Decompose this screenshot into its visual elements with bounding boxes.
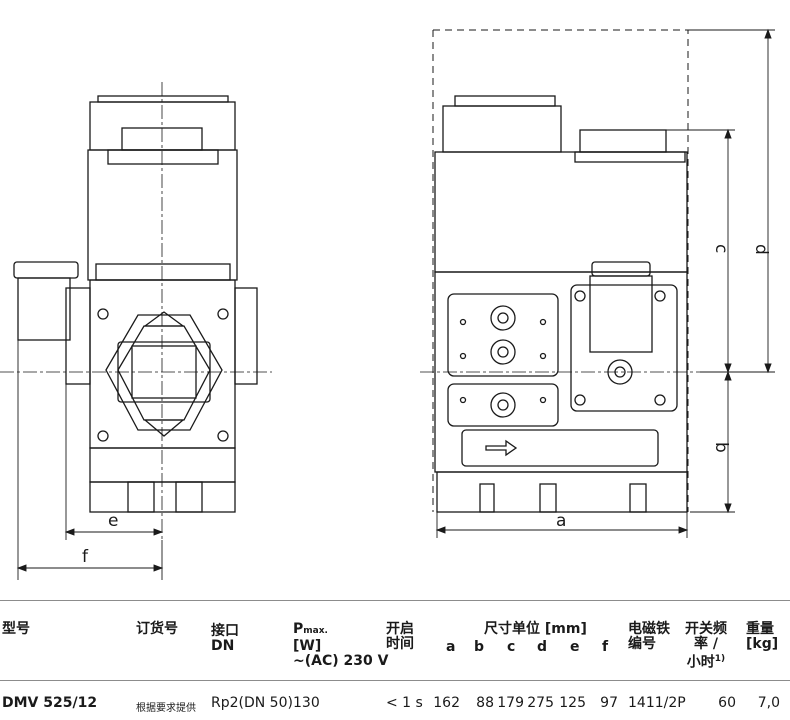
cell-dim-f: 97 <box>600 695 618 711</box>
header-dim-f: f <box>602 639 609 655</box>
dim-label-c: c <box>711 244 731 253</box>
header-dim-d: d <box>537 639 548 655</box>
header-order-no: 订货号 <box>136 621 178 637</box>
cell-order-no: 根据要求提供 <box>136 703 196 714</box>
header-switching-frequency: 开关频 率 / 小时1) <box>685 622 727 671</box>
header-switching-line2: 率 / <box>694 636 718 652</box>
cell-switching-frequency: 60 <box>718 695 736 711</box>
header-dim-e: e <box>570 639 580 655</box>
header-model: 型号 <box>2 621 30 637</box>
cell-opening-time: < 1 s <box>386 695 423 711</box>
side-view <box>434 95 688 513</box>
header-switching-line3: 小时 <box>686 654 715 671</box>
header-weight: 重量 [kg] <box>746 622 778 652</box>
header-power-voltage: ~(AC) 230 V <box>293 653 389 669</box>
dim-label-f: f <box>82 547 89 567</box>
cell-solenoid: 1411/2P <box>628 695 686 711</box>
header-dim-b: b <box>474 639 485 655</box>
cell-dim-c: 179 <box>497 695 524 711</box>
header-connection-line1: 接口 <box>211 623 239 639</box>
cell-weight: 7,0 <box>757 695 780 711</box>
header-solenoid: 电磁铁 编号 <box>628 622 670 652</box>
header-switching-line1: 开关频 <box>685 621 727 637</box>
specification-table: 型号 订货号 接口 DN Pmax. [W] ~(AC) 230 V 开启 时间… <box>0 600 790 720</box>
header-power: Pmax. [W] ~(AC) 230 V <box>293 622 388 669</box>
technical-drawing: e f a b c d <box>0 28 775 580</box>
cell-power: 130 <box>293 695 320 711</box>
cell-connection: Rp2(DN 50) <box>211 695 293 711</box>
header-power-symbol: P <box>293 621 304 637</box>
header-connection-line2: DN <box>211 638 235 654</box>
header-dim-c: c <box>507 639 516 655</box>
header-switching-footnote: 1) <box>714 654 726 664</box>
header-connection: 接口 DN <box>211 624 239 654</box>
header-opening-line1: 开启 <box>386 621 414 637</box>
dim-label-e: e <box>108 511 118 531</box>
dim-label-d: d <box>751 244 771 255</box>
table-top-rule <box>0 600 790 601</box>
header-solenoid-line2: 编号 <box>628 636 656 652</box>
header-weight-line1: 重量 <box>746 621 774 637</box>
header-solenoid-line1: 电磁铁 <box>628 621 670 637</box>
header-dim-a: a <box>446 639 456 655</box>
header-opening-line2: 时间 <box>386 636 414 652</box>
header-dimensions-title: 尺寸单位 [mm] <box>484 621 587 637</box>
cell-model: DMV 525/12 <box>2 695 98 711</box>
header-power-unit: [W] <box>293 638 322 654</box>
cell-dim-d: 275 <box>527 695 554 711</box>
cell-dim-a: 162 <box>433 695 460 711</box>
header-power-subscript: max. <box>303 626 328 636</box>
header-weight-line2: [kg] <box>746 636 779 652</box>
cell-dim-e: 125 <box>559 695 586 711</box>
front-view <box>13 95 258 513</box>
dim-label-b: b <box>711 442 731 453</box>
table-header-rule <box>0 680 790 681</box>
header-opening-time: 开启 时间 <box>386 622 414 652</box>
dim-label-a: a <box>556 511 566 531</box>
cell-dim-b: 88 <box>476 695 494 711</box>
